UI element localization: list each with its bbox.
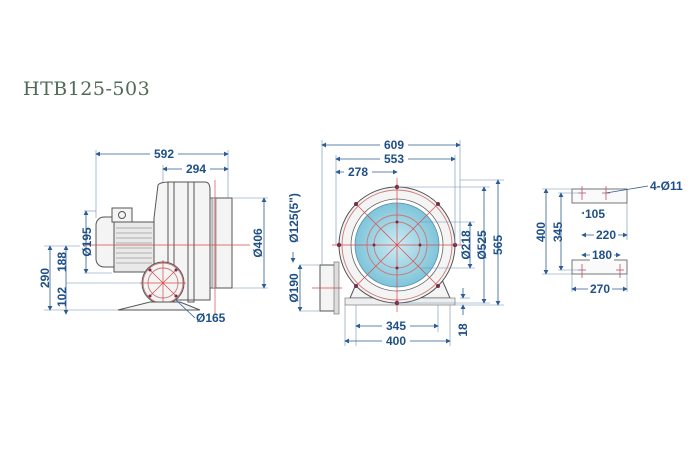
dim-diameter-218: Ø218: [459, 230, 473, 260]
dim-592: 592: [154, 147, 174, 161]
base-rail-bottom: [571, 259, 628, 275]
dim-diameter-190: Ø190: [287, 273, 301, 303]
dim-diameter-406: Ø406: [251, 228, 265, 258]
dim-278: 278: [348, 165, 368, 179]
dim-400: 400: [386, 334, 406, 348]
dim-diameter-195: Ø195: [80, 227, 94, 257]
motor: [95, 207, 155, 273]
dim-base-270: 270: [590, 282, 610, 296]
dim-diameter-525: Ø525: [475, 230, 489, 260]
dim-base-180: 180: [592, 248, 612, 262]
dim-base-345: 345: [551, 222, 565, 242]
side-view-dimensions: 592 294 Ø195 Ø406 290 188 102 Ø165: [38, 146, 268, 325]
base-rail-top: [571, 188, 628, 204]
front-view-dimensions: 609 553 278 Ø190 Ø125(5") Ø218 Ø525 565 …: [287, 137, 505, 348]
front-view: [312, 178, 462, 315]
dim-diameter-125: Ø125(5"): [287, 193, 301, 243]
dim-294: 294: [186, 162, 206, 176]
dim-290: 290: [38, 268, 52, 288]
inlet-flange: [140, 260, 186, 306]
dim-18: 18: [456, 323, 470, 337]
dim-553: 553: [384, 152, 404, 166]
dim-base-220: 220: [596, 228, 616, 242]
dim-345: 345: [386, 319, 406, 333]
base-view: [571, 186, 628, 278]
model-title: HTB125-503: [23, 78, 151, 100]
dim-102: 102: [55, 287, 69, 307]
side-view: [85, 180, 250, 315]
terminal-box: [111, 207, 133, 223]
dim-diameter-165: Ø165: [196, 311, 226, 325]
side-base: [117, 301, 201, 311]
dim-base-105: 105: [585, 207, 605, 221]
dim-holes: 4-Ø11: [650, 179, 683, 193]
dim-188: 188: [55, 252, 69, 272]
base-view-dimensions: 4-Ø11 400 345 105 220 180 270: [534, 179, 683, 296]
dim-609: 609: [384, 138, 404, 152]
dim-565: 565: [491, 235, 505, 255]
dim-base-400: 400: [534, 222, 548, 242]
